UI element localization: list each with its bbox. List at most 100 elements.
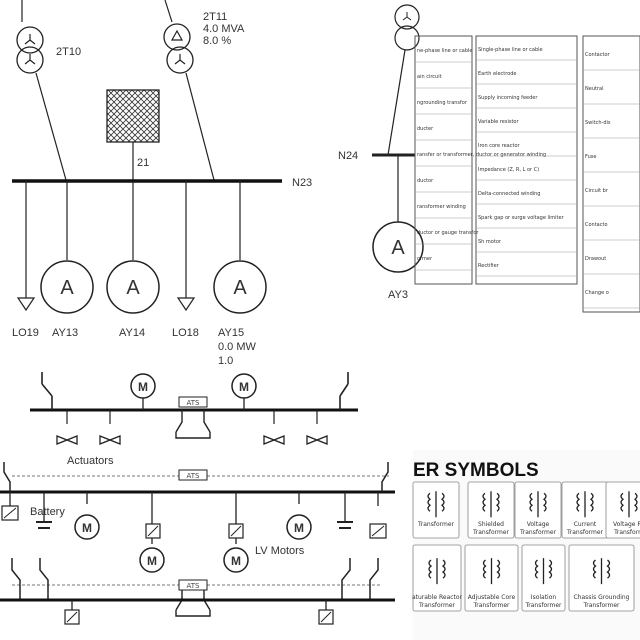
svg-text:Adjustable Core: Adjustable Core (468, 594, 516, 601)
label-2t11-rating: 4.0 MVA (203, 23, 245, 35)
label-2t10: 2T10 (56, 46, 81, 58)
motor-ay13 (40, 260, 94, 314)
symbol-table-col2-row-6: Delta-connected winding (478, 191, 540, 197)
symbol-card-r1-0: Transformer (412, 481, 460, 539)
motor-ay14 (106, 260, 160, 314)
label-node-21: 21 (137, 157, 149, 169)
label-actuators: Actuators (67, 455, 114, 467)
ats-label-2: ATS (187, 472, 201, 480)
label-lo19: LO19 (12, 327, 39, 339)
symbol-table-col2 (475, 35, 578, 285)
transformer-2t10: 2T10 (16, 0, 81, 181)
svg-text:Transformer: Transformer (418, 602, 456, 609)
symbol-table-col3-row-7: Change o (585, 290, 609, 296)
symbol-table-col3-row-2: Switch-dis (585, 120, 611, 126)
svg-text:Transformer: Transformer (524, 602, 562, 609)
symbol-table-col1-row-3: ducter (417, 126, 434, 132)
ats-box-1 (178, 396, 208, 408)
svg-text:Voltage Re: Voltage Re (613, 521, 640, 528)
motor-ay13-symbol: A (60, 277, 74, 299)
label-ay15-pf: 1.0 (218, 355, 233, 367)
symbol-table-col1-row-7: ductor or gauge transfor (417, 230, 479, 236)
svg-text:Transformer: Transformer (582, 602, 620, 609)
symbol-table-col3-row-4: Circuit br (585, 188, 609, 194)
lv-motor-3: M (147, 554, 157, 568)
svg-text:Transformer: Transformer (566, 529, 604, 536)
symbol-table-col3-row-3: Fuse (585, 154, 596, 160)
svg-text:Isolation: Isolation (531, 594, 557, 601)
motor-ay3 (372, 221, 424, 273)
symbol-table-col1-row-5: ductor (417, 178, 434, 184)
svg-text:Transformer: Transformer (472, 529, 510, 536)
bottom-left-switchboard: M M ATS Actuators ATS (0, 372, 395, 625)
symbol-table-col1-row-6: ransformer winding (417, 204, 466, 210)
motor-ay14-symbol: A (126, 277, 140, 299)
lv-motor-1: M (82, 521, 92, 535)
label-ay3: AY3 (388, 289, 408, 301)
symbol-table-col1-row-0: ne-phase line or cable (417, 48, 473, 54)
symbol-table-col2-row-7: Spark gap or surge voltage limiter (478, 215, 565, 221)
label-lv-motors: LV Motors (255, 545, 305, 557)
motor-top-2: M (239, 380, 249, 394)
label-bus-n23: N23 (292, 177, 312, 189)
label-2t11-impedance: 8.0 % (203, 35, 231, 47)
symbol-table-col2-row-1: Earth electrode (478, 71, 517, 77)
symbol-table-col1-row-1: ain circuit (417, 74, 442, 80)
symbol-table-col3-row-5: Contacto (585, 222, 608, 228)
symbol-card-r1-4: Voltage ReTransform (605, 481, 640, 539)
svg-text:Shielded: Shielded (478, 521, 504, 528)
ats-box-2 (178, 469, 208, 481)
symbol-table-col1 (414, 35, 473, 285)
symbol-table-col2-row-8: Sh motor (478, 239, 502, 245)
symbol-table-col2-row-5: Impedance (Z, R, L or C) (478, 167, 539, 173)
load-lo18-arrow (176, 297, 196, 312)
symbol-table-col3-row-0: Contactor (585, 52, 611, 58)
label-battery: Battery (30, 506, 65, 518)
label-bus-n24: N24 (338, 150, 358, 162)
motor-ay15-symbol: A (233, 277, 247, 299)
svg-text:aturable Reactor: aturable Reactor (412, 594, 463, 601)
hatched-block (106, 89, 160, 143)
svg-text:Current: Current (574, 521, 597, 528)
svg-text:Voltage: Voltage (527, 521, 550, 528)
top-right-section: N24 A AY3 ne-phase line or cable ain circ… (338, 4, 640, 313)
top-left-one-line: 2T10 2T11 4.0 MVA 8.0 % 21 N23 (12, 0, 312, 367)
motor-top-1: M (138, 380, 148, 394)
label-lo18: LO18 (172, 327, 199, 339)
motor-ay15 (213, 260, 267, 314)
motor-ay3-symbol: A (391, 237, 405, 259)
symbol-table-col2-row-0: Single-phase line or cable (478, 47, 543, 53)
symbol-table-col2-row-3: Variable resistor (478, 119, 519, 125)
svg-text:Transform: Transform (613, 529, 640, 536)
svg-text:Transformer: Transformer (519, 529, 557, 536)
transformer-2t11: 2T11 4.0 MVA 8.0 % (163, 0, 245, 181)
label-ay15-power: 0.0 MW (218, 341, 257, 353)
symbol-table-col3-row-6: Drawout (585, 256, 606, 262)
label-ay13: AY13 (52, 327, 78, 339)
label-ay14: AY14 (119, 327, 145, 339)
svg-text:Transformer: Transformer (417, 521, 455, 528)
second-bus-feeders (1, 492, 387, 544)
actuator-valves (56, 410, 328, 445)
lv-motor-2: M (294, 521, 304, 535)
symbol-table-col2-row-4: Iron core reactor (478, 143, 521, 149)
load-lo19-arrow (16, 297, 36, 312)
symbol-table-col1-row-2: ngrounding transfor (417, 100, 468, 106)
symbol-table-col3 (582, 35, 640, 313)
svg-text:Transformer: Transformer (472, 602, 510, 609)
label-2t11: 2T11 (203, 11, 227, 23)
svg-text:Chassis Grounding: Chassis Grounding (574, 594, 630, 601)
ats-box-3 (178, 579, 208, 591)
heading-symbols: ER SYMBOLS (413, 460, 539, 481)
ats-label-1: ATS (187, 399, 201, 407)
symbol-table-col2-row-9: Rectifier (478, 263, 500, 269)
